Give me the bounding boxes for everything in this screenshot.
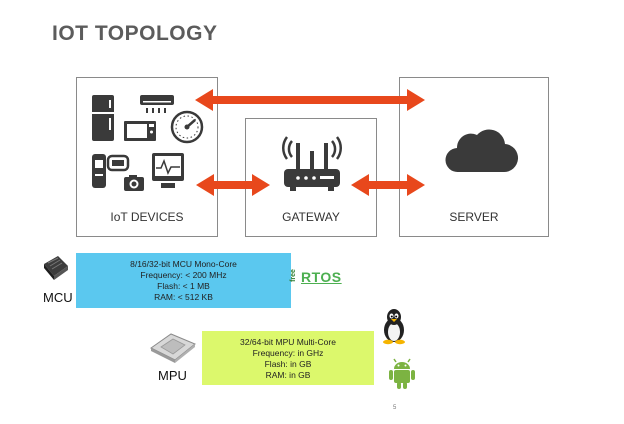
- linux-tux-icon: [383, 309, 405, 345]
- mpu-spec-line: Frequency: in GHz: [252, 348, 324, 358]
- fridge-icon: [92, 95, 114, 141]
- mpu-spec-line: RAM: in GB: [265, 370, 311, 380]
- iot-devices-box: IoT DEVICES: [76, 77, 218, 237]
- mcu-spec-line: Flash: < 1 MB: [157, 281, 210, 291]
- page-number: 5: [393, 405, 397, 411]
- server-label: SERVER: [449, 210, 499, 224]
- device-server-arrow: [195, 89, 425, 111]
- freertos-prefix: free: [289, 269, 297, 282]
- mpu-label: MPU: [158, 368, 187, 383]
- mpu-spec-line: Flash: in GB: [264, 359, 312, 369]
- page-title: IOT TOPOLOGY: [52, 22, 218, 45]
- camera-icon: [124, 175, 144, 191]
- iot-devices-label: IoT DEVICES: [110, 210, 184, 224]
- air-conditioner-icon: [140, 95, 174, 113]
- mcu-label: MCU: [43, 290, 73, 305]
- gateway-label: GATEWAY: [282, 210, 340, 224]
- device-gateway-arrow: [196, 174, 270, 196]
- freertos-name: RTOS: [301, 269, 342, 285]
- android-icon: [389, 358, 415, 389]
- monitor-icon: [152, 153, 184, 188]
- cloud-icon: [445, 129, 519, 173]
- freertos-logo: free RTOS: [289, 268, 342, 288]
- server-box: SERVER: [399, 77, 549, 237]
- mpu-spec-line: 32/64-bit MPU Multi-Core: [240, 337, 336, 347]
- gateway-server-arrow: [351, 174, 425, 196]
- mcu-spec-line: 8/16/32-bit MCU Mono-Core: [130, 259, 237, 269]
- router-icon: [282, 136, 342, 191]
- microwave-icon: [124, 121, 156, 141]
- mpu-spec-box: 32/64-bit MPU Multi-Core Frequency: in G…: [202, 331, 374, 385]
- gauge-icon: [170, 110, 204, 144]
- cctv-camera-icon: [92, 154, 130, 188]
- chip-icon: [44, 256, 68, 280]
- mcu-spec-box: 8/16/32-bit MCU Mono-Core Frequency: < 2…: [76, 253, 291, 308]
- mcu-spec-line: RAM: < 512 KB: [154, 292, 213, 302]
- processor-icon: [150, 333, 196, 363]
- mcu-spec-line: Frequency: < 200 MHz: [140, 270, 227, 280]
- gateway-box: GATEWAY: [245, 118, 377, 237]
